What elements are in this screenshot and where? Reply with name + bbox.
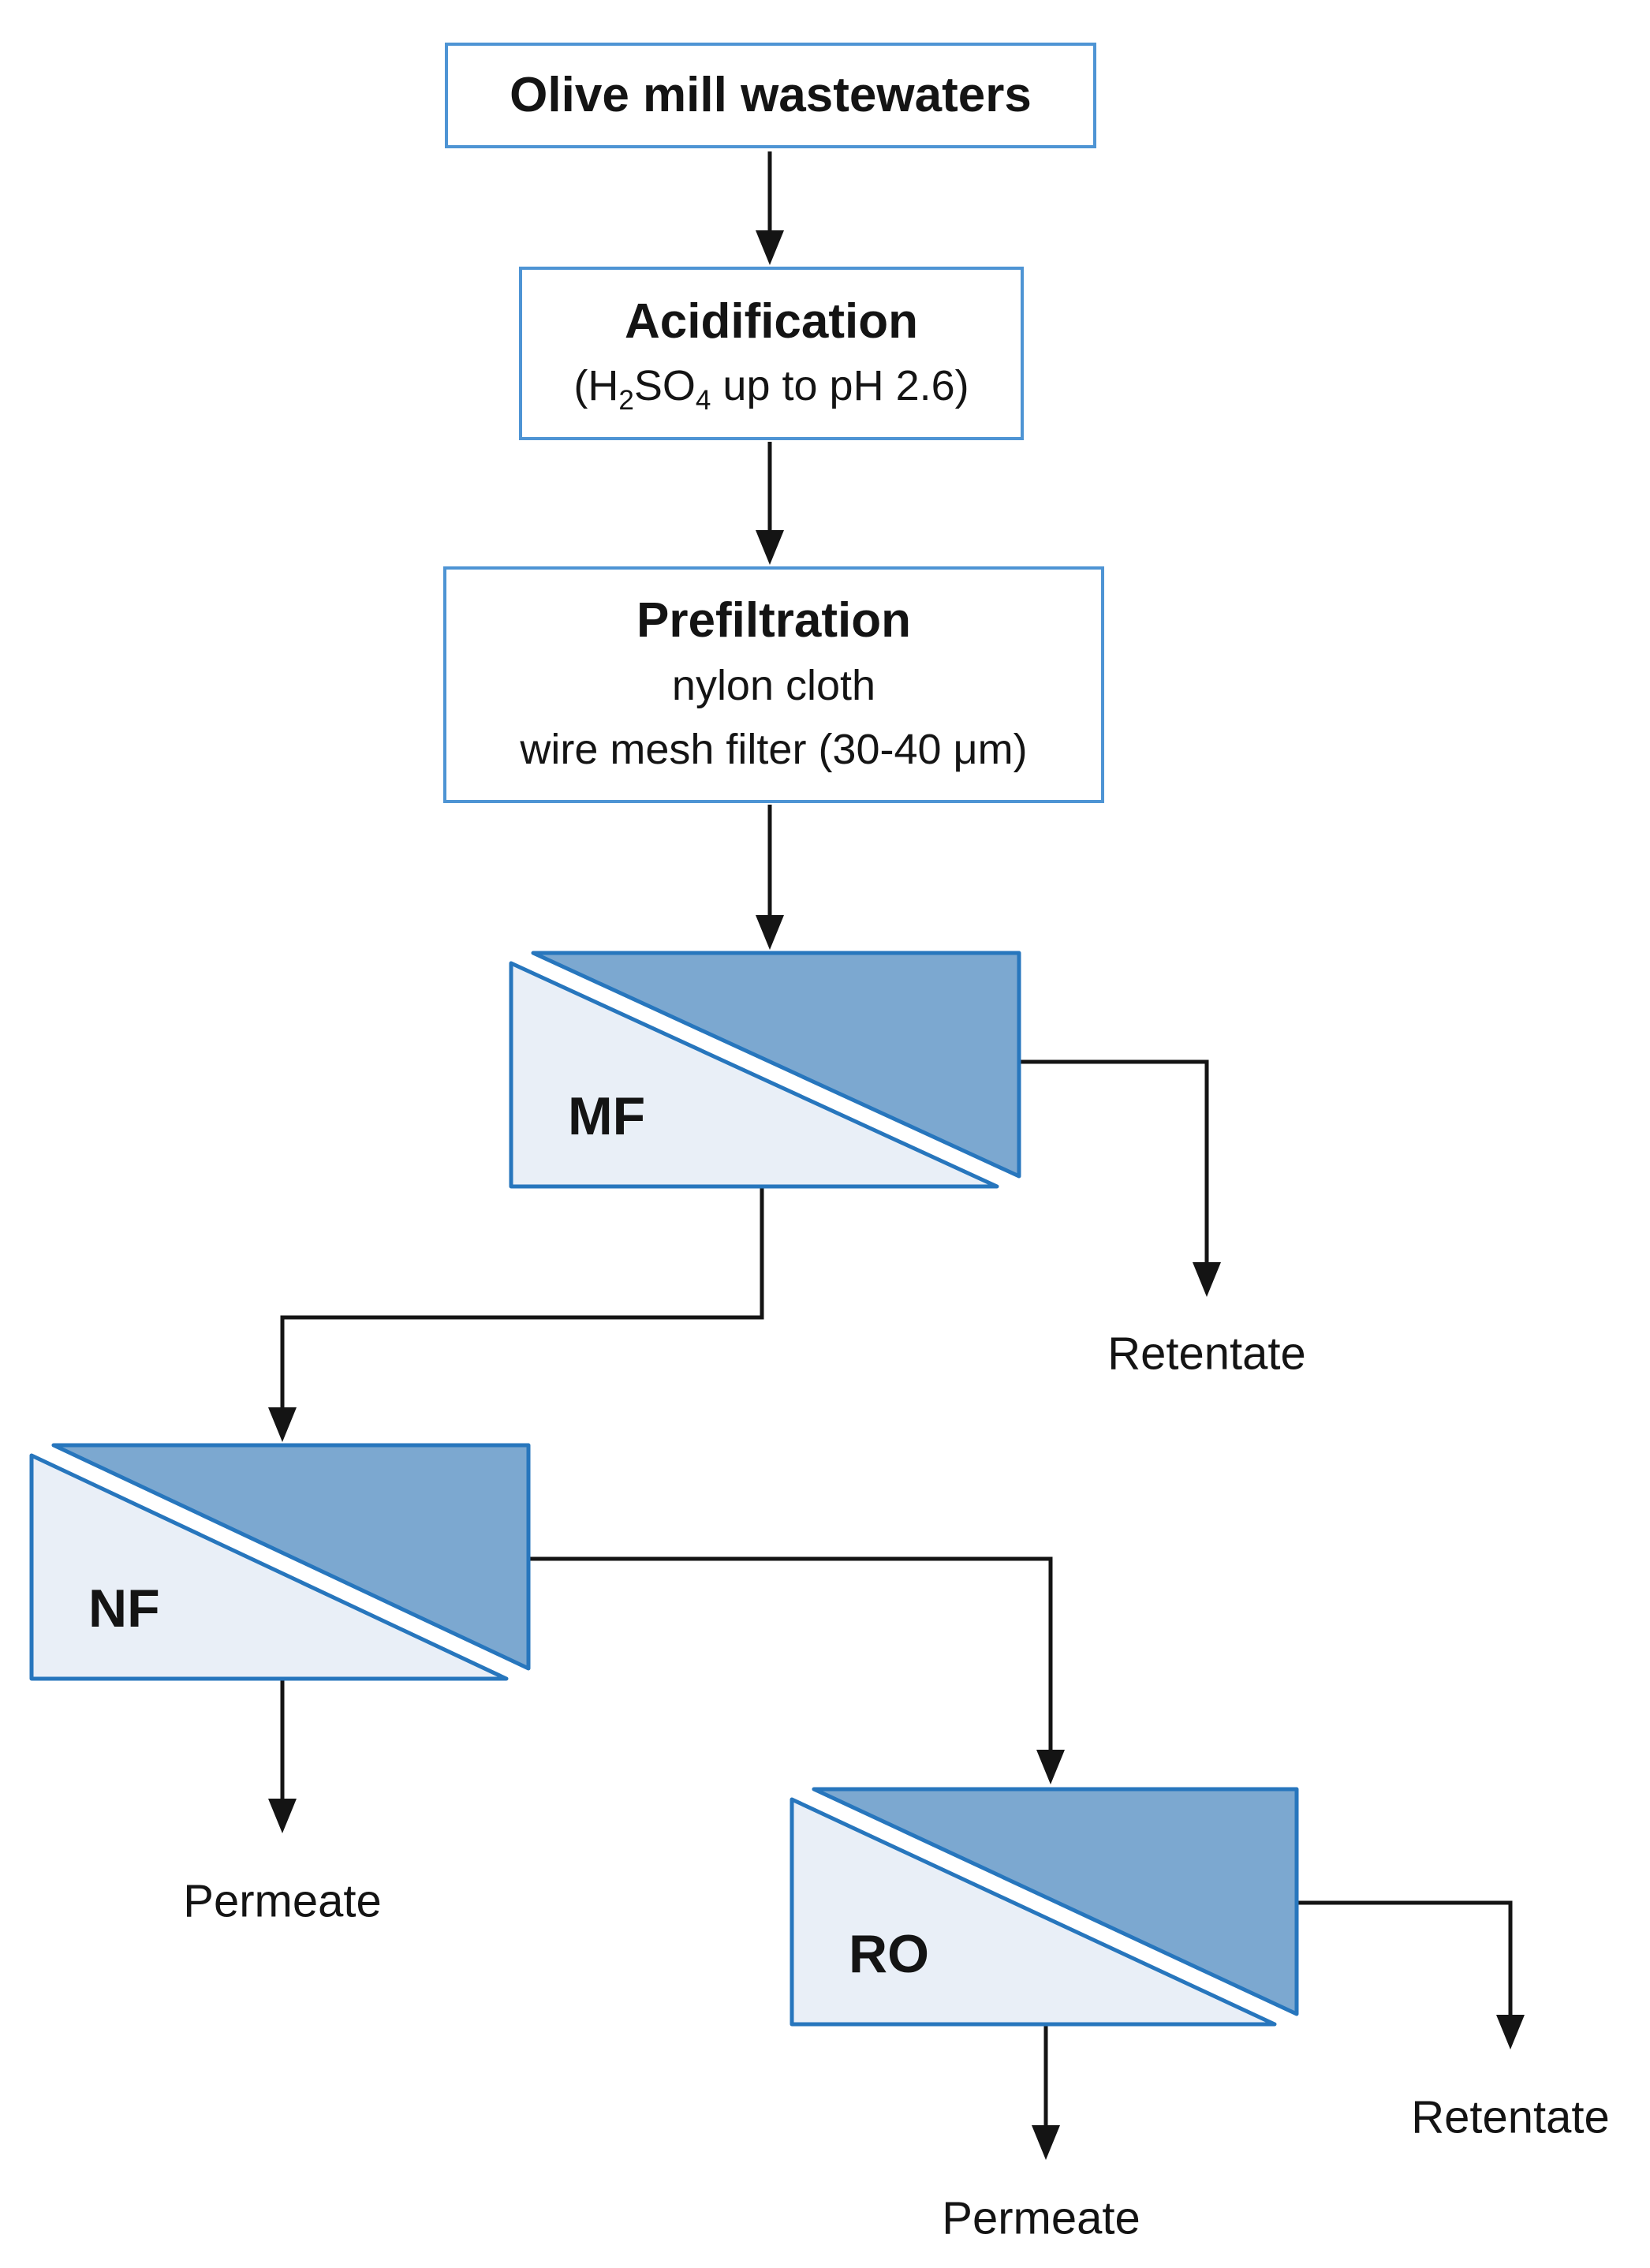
membrane-unit-mf: MF <box>509 951 1021 1189</box>
membrane-ro-label: RO <box>849 1924 929 1984</box>
connector-ro-to-retentate <box>1297 1900 1513 2016</box>
membrane-nf-lower-triangle <box>29 1453 509 1681</box>
connector-mf-to-nf <box>280 1186 764 1409</box>
arrowhead-prefiltration-to-mf <box>756 915 784 950</box>
connector-nf-to-ro <box>528 1556 1053 1751</box>
prefiltration-title: Prefiltration <box>636 593 911 648</box>
stream-label-ro-permeate: Permeate <box>942 2192 1140 2244</box>
process-box-prefiltration: Prefiltration nylon cloth wire mesh filt… <box>443 566 1104 803</box>
membrane-ro-upper-triangle <box>812 1787 1299 2016</box>
arrowhead-nf-to-permeate <box>268 1799 297 1833</box>
stream-label-ro-retentate: Retentate <box>1411 2091 1610 2143</box>
stream-label-mf-retentate: Retentate <box>1107 1328 1306 1380</box>
arrowhead-acidification-to-prefiltration <box>756 530 784 565</box>
membrane-mf-lower-triangle <box>509 961 999 1189</box>
membrane-ro-icon <box>790 1787 1299 2027</box>
membrane-unit-nf: NF <box>29 1443 531 1681</box>
membrane-nf-upper-triangle <box>51 1443 531 1671</box>
arrowhead-ro-to-retentate <box>1496 2015 1525 2049</box>
membrane-ro-lower-triangle <box>790 1797 1277 2027</box>
arrowhead-nf-to-ro <box>1036 1750 1065 1784</box>
connector-mf-to-retentate <box>1019 1059 1209 1264</box>
arrowhead-ro-to-permeate <box>1032 2125 1060 2160</box>
stream-label-nf-permeate: Permeate <box>183 1875 382 1927</box>
arrowhead-mf-to-retentate <box>1193 1262 1221 1297</box>
prefiltration-line2: nylon cloth <box>671 661 876 709</box>
membrane-nf-label: NF <box>88 1579 160 1638</box>
membrane-mf-label: MF <box>568 1086 646 1146</box>
arrowhead-mf-to-nf <box>268 1407 297 1442</box>
membrane-mf-upper-triangle <box>531 951 1021 1179</box>
prefiltration-line3: wire mesh filter (30-40 μm) <box>520 725 1028 773</box>
acidification-formula: (H2SO4 up to pH 2.6) <box>573 362 969 417</box>
process-box-olive-mill-wastewaters: Olive mill wastewaters <box>445 43 1096 148</box>
membrane-unit-ro: RO <box>790 1787 1299 2027</box>
source-box-label: Olive mill wastewaters <box>510 68 1032 123</box>
process-box-acidification: Acidification (H2SO4 up to pH 2.6) <box>519 267 1024 440</box>
acidification-title: Acidification <box>624 293 919 349</box>
arrowhead-source-to-acidification <box>756 230 784 265</box>
membrane-mf-icon <box>509 951 1021 1189</box>
membrane-nf-icon <box>29 1443 531 1681</box>
